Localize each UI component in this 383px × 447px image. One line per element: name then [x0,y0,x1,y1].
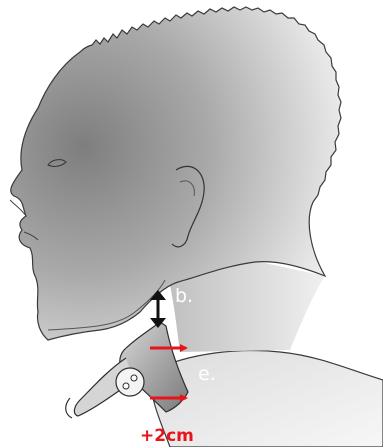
gap-label: b. [175,287,193,306]
collar-knob [116,368,144,396]
collar-rivet-a [123,383,129,389]
collar-rivet-b [131,375,137,381]
adjustment-label: +2cm [140,428,194,445]
collar-label: e. [198,365,216,384]
collar-strap-end [66,398,72,418]
